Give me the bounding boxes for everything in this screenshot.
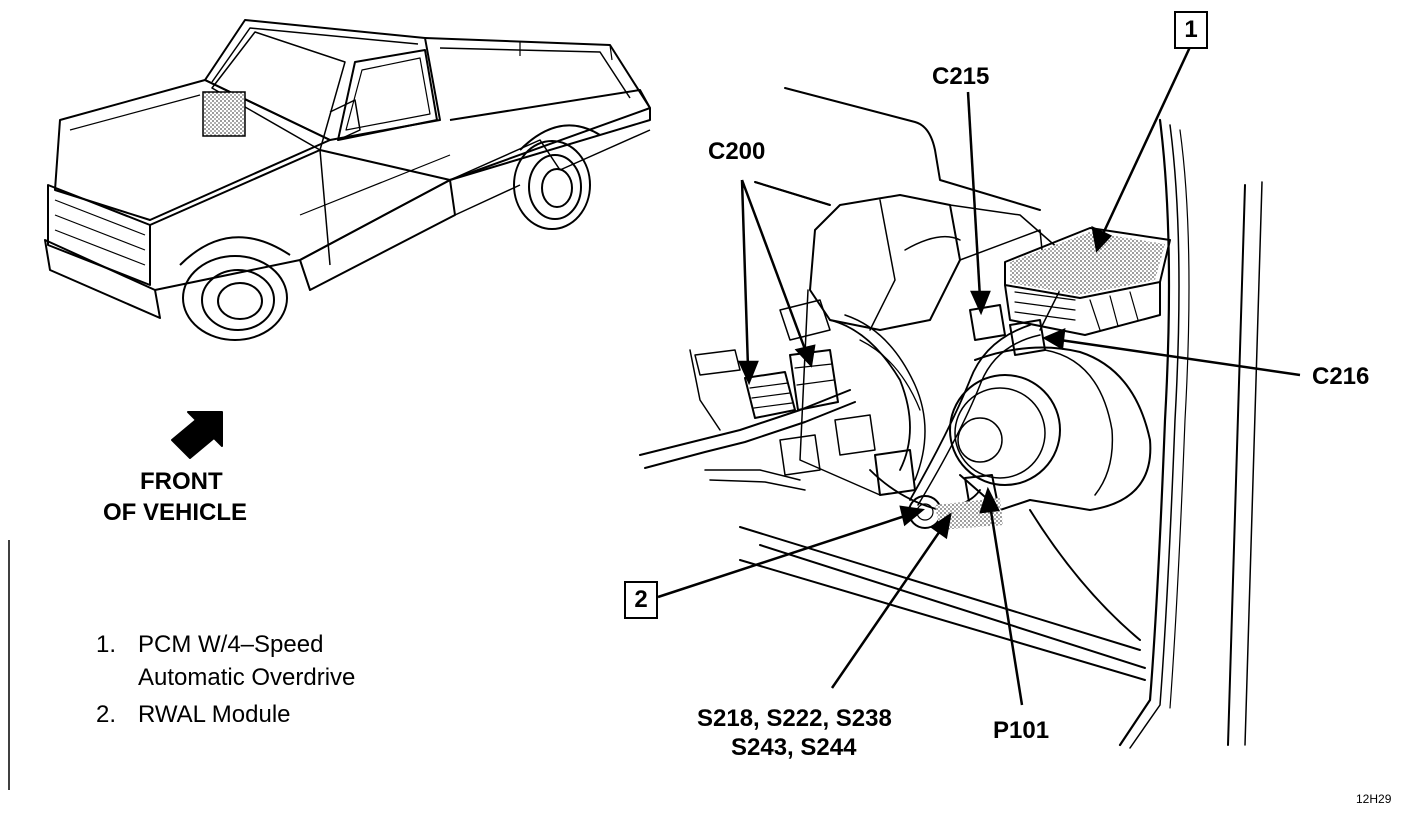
legend-item-2: 2. RWAL Module xyxy=(96,698,355,731)
truck-front-wheel xyxy=(182,255,288,341)
connector-label-c200: C200 xyxy=(708,138,766,165)
callout-1: 1 xyxy=(1174,11,1208,49)
connector-label-c216: C216 xyxy=(1312,363,1370,390)
connector-label-c215: C215 xyxy=(932,63,990,90)
legend-item-1-number: 1. xyxy=(96,631,117,658)
legend: 1. PCM W/4–Speed Automatic Overdrive 2. RW… xyxy=(96,628,355,731)
connector-label-p101: P101 xyxy=(993,717,1050,744)
callout-2: 2 xyxy=(624,581,658,619)
front-direction-arrow xyxy=(171,411,223,459)
pcm-shading xyxy=(1010,232,1165,295)
front-label-line1: FRONT xyxy=(140,468,223,495)
legend-item-1-text-line2: Automatic Overdrive xyxy=(138,664,356,691)
legend-item-1-text-line1: PCM W/4–Speed xyxy=(138,631,324,658)
splice-label-line1: S218, S222, S238 xyxy=(697,705,892,732)
truck-rear-wheel xyxy=(513,140,591,230)
splice-label-line2: S243, S244 xyxy=(731,734,857,761)
front-label-line2: OF VEHICLE xyxy=(103,499,248,526)
leader-lines xyxy=(657,46,1301,706)
figure-code: 12H29 xyxy=(1356,792,1392,806)
legend-item-2-text-line1: RWAL Module xyxy=(138,701,291,728)
legend-item-1: 1. PCM W/4–Speed xyxy=(96,628,355,661)
detail-view-drawing xyxy=(639,87,1263,749)
legend-item-2-number: 2. xyxy=(96,701,117,728)
pcm-location-marker xyxy=(202,91,246,137)
pickup-truck-drawing xyxy=(44,19,651,319)
